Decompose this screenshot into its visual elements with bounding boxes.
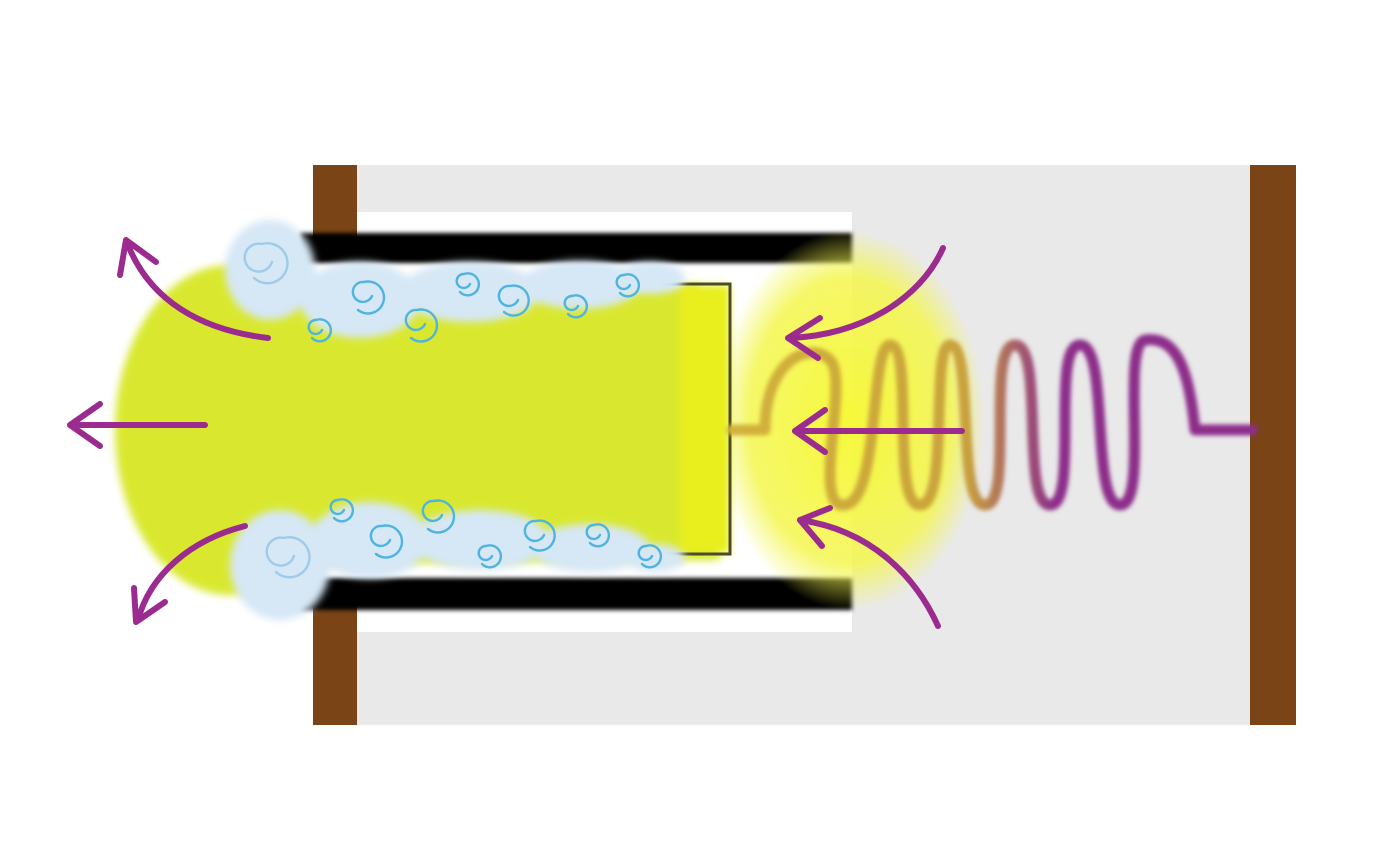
swirl-icon (563, 294, 589, 319)
swirl-icon (351, 280, 386, 315)
swirl-icon (421, 499, 456, 534)
curved-arrow-icon (67, 401, 208, 449)
swirl-icon (265, 536, 311, 579)
swirl-icon (497, 284, 530, 317)
swirl-icon (455, 272, 481, 297)
swirl-icon (369, 524, 404, 559)
vortex-cloud-lower (230, 502, 685, 620)
swirl-icon (615, 273, 641, 298)
swirl-icon (404, 308, 439, 343)
swirl-icons (243, 242, 663, 579)
swirl-icon (307, 318, 333, 343)
vortex-cloud-upper (225, 220, 685, 338)
left-wall-top (313, 165, 357, 240)
swirl-icon (523, 519, 556, 552)
swirl-icon (243, 242, 289, 285)
curved-arrow-icon (131, 523, 248, 625)
swirl-icon (637, 544, 663, 569)
piston (660, 282, 732, 556)
curved-arrow-icon (792, 407, 965, 455)
swirl-icon (477, 544, 503, 569)
flow-arrows (67, 237, 965, 629)
curved-arrow-icon (797, 505, 941, 629)
curved-arrow-icon (117, 237, 271, 341)
curved-arrow-icon (785, 245, 946, 361)
swirl-icon (329, 498, 355, 523)
left-wall-bottom (313, 600, 357, 725)
piston-glow (715, 230, 985, 610)
coil-spring-icon (726, 334, 1258, 511)
nozzle-walls (300, 233, 852, 610)
right-wall (1250, 165, 1296, 725)
swirl-icon (585, 523, 611, 548)
